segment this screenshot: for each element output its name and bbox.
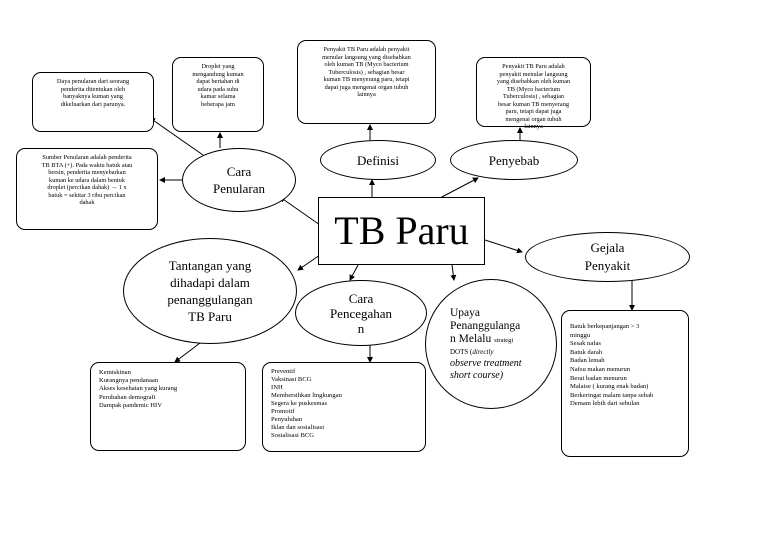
penyebab-text-box: Penyakit TB Paru adalah penyakit menular… [476,57,591,130]
upaya-line-3-small: strategi [494,336,514,344]
upaya-line-3-main: n Melalu [450,332,492,345]
upaya-penanggulangan-node: Upaya Penanggulanga n Melalu strategi DO… [425,279,557,409]
arrow-center-to-penyebab [439,177,479,199]
tantangan-item: Akses kesehatan yang kurang [99,385,178,393]
pencegahan-item: Segera ke puskesmas [271,400,328,407]
arrow-center-to-tantangan [297,254,321,271]
tantangan-node: Tantangan yang dihadapi dalam penanggula… [123,238,297,344]
cara-pencegahan-label: Cara Pencegahan n [329,290,393,336]
upaya-line-3: n Melalu strategi [450,333,513,347]
gejala-item: Berat badan menurun [570,374,627,382]
cara-penularan-node: Cara Penularan [182,148,296,212]
gejala-item: Batuk darah [570,348,603,356]
sumber-penularan-text: Sumber Penularan adalah penderita TB BTA… [41,154,133,206]
droplet-text: Droplet yang mengandung kuman dapat bert… [192,63,244,108]
gejala-penyakit-node: Gejala Penyakit [525,232,690,282]
tantangan-item: Kurangnya pendanaan [99,377,159,385]
penyebab-text: Penyakit TB Paru adalah penyakit menular… [496,63,571,130]
arrow-tantangan-to-list [174,342,201,363]
upaya-line-2: Penanggulanga [450,319,521,332]
definisi-text: Penyakit TB Paru adalah penyakit menular… [322,46,411,98]
pencegahan-item: Iklan dan sosialisasi [271,424,325,431]
tantangan-item: Kemiskinan [99,369,131,376]
definisi-node: Definisi [320,140,436,180]
pencegahan-item: Preventif [271,368,296,375]
upaya-line-1: Upaya [450,306,481,319]
tantangan-item: Perubahan demografi [99,393,156,401]
gejala-item: Batuk berkepanjangan > 3 [570,323,640,330]
gejala-item: Nafsu makan menurun [570,365,631,373]
cara-penularan-label: Cara Penularan [213,164,265,196]
arrow-center-to-cara-penularan [279,196,321,226]
gejala-item: Berkeringat malam tanpa sebab [570,391,654,399]
upaya-line-5: observe treatment [450,357,522,369]
pencegahan-list-box: Preventif Vaksinasi BCG INH Membersihkan… [262,362,426,452]
upaya-line-4-italic: directly [472,347,494,356]
gejala-list-box: Batuk berkepanjangan > 3 minggu Sesak na… [561,310,689,457]
gejala-item: Badan lemah [570,357,605,365]
central-title-box: TB Paru [318,197,485,265]
tantangan-item: Dampak pandemic HIV [99,401,162,409]
gejala-penyakit-label: Gejala Penyakit [584,240,631,273]
penyebab-label: Penyebab [488,152,540,168]
penyebab-node: Penyebab [450,140,578,180]
sumber-penularan-box: Sumber Penularan adalah penderita TB BTA… [16,148,158,230]
upaya-line-4-small: DOTS ( [450,347,473,356]
tantangan-list-box: Kemiskinan Kurangnya pendanaan Akses kes… [90,362,246,451]
definisi-label: Definisi [357,152,399,168]
pencegahan-item: Penyuluhan [271,416,303,423]
cara-pencegahan-node: Cara Pencegahan n [295,280,427,346]
definisi-text-box: Penyakit TB Paru adalah penyakit menular… [297,40,436,124]
upaya-line-6: short course) [450,369,504,381]
daya-penularan-box: Daya penularan dari seorang penderita di… [32,72,154,132]
gejala-item: Demam lebih dari sebulan [570,400,640,408]
arrow-center-to-gejala [484,239,523,254]
pencegahan-item: Membersihkan lingkungan [271,392,342,399]
arrow-cara-penularan-to-daya [149,117,204,156]
gejala-item: minggu [570,331,591,339]
gejala-item: Malaise ( kurang enak badan) [570,383,649,391]
gejala-item: Sesak nafas [570,340,601,348]
tantangan-label: Tantangan yang dihadapi dalam penanggula… [167,258,253,324]
pencegahan-item: Promotif [271,408,295,415]
arrow-center-to-upaya [450,264,457,281]
upaya-line-4: DOTS (directly [450,347,494,358]
pencegahan-item: Sosialisasi BCG [271,432,315,439]
pencegahan-item: INH [271,384,283,391]
droplet-box: Droplet yang mengandung kuman dapat bert… [172,57,264,132]
pencegahan-item: Vaksinasi BCG [271,376,312,383]
central-title: TB Paru [334,208,469,253]
daya-penularan-text: Daya penularan dari seorang penderita di… [56,78,130,108]
arrow-center-to-pencegahan [349,264,359,281]
